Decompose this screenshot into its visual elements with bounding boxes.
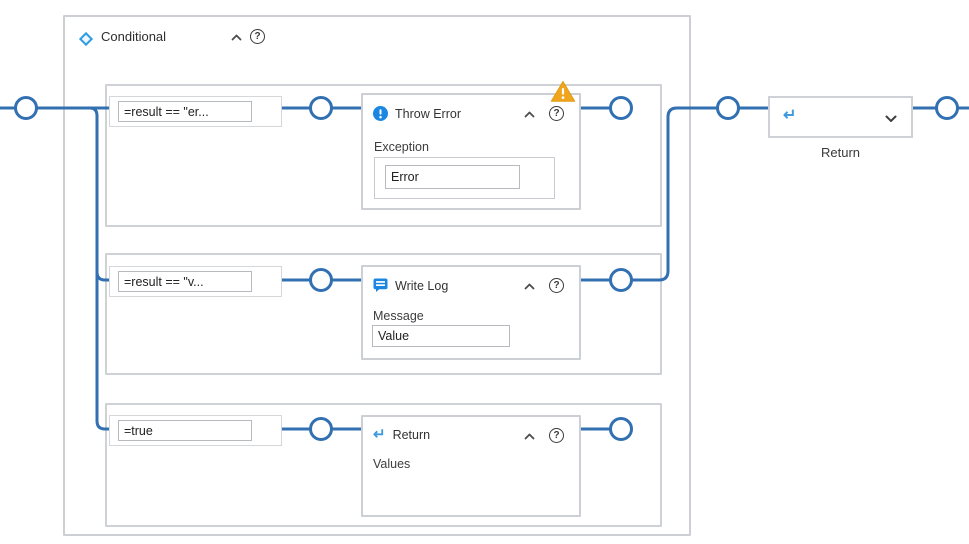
collapse-chevron-icon[interactable] [524, 433, 535, 440]
conditional-title: Conditional [101, 29, 167, 44]
conditional-diamond-icon [78, 31, 94, 47]
condition-box-2[interactable] [109, 266, 282, 297]
help-icon[interactable]: ? [549, 278, 564, 293]
port[interactable] [716, 96, 740, 120]
exception-input[interactable] [385, 165, 520, 189]
collapse-chevron-icon[interactable] [524, 283, 535, 290]
field-label: Exception [374, 140, 429, 154]
collapse-chevron-icon[interactable] [524, 111, 535, 118]
node-title: Throw Error [395, 106, 461, 121]
chat-icon [373, 278, 388, 293]
condition-input-1[interactable] [118, 101, 252, 122]
chevron-down-icon[interactable] [885, 115, 897, 123]
condition-box-3[interactable] [109, 415, 282, 446]
help-icon[interactable]: ? [250, 29, 265, 44]
write-log-node[interactable]: Write Log ? Message [361, 265, 581, 360]
throw-error-node[interactable]: Throw Error ? Exception [361, 93, 581, 210]
condition-input-3[interactable] [118, 420, 252, 441]
help-icon[interactable]: ? [549, 428, 564, 443]
collapse-chevron-icon[interactable] [231, 34, 242, 41]
error-icon [373, 106, 388, 121]
field-label: Values [373, 457, 411, 471]
condition-box-1[interactable] [109, 96, 282, 127]
field-label: Message [373, 309, 424, 323]
return-arrow-icon: ↵ [783, 107, 797, 124]
node-title: Write Log [395, 278, 449, 293]
port[interactable] [935, 96, 959, 120]
condition-input-2[interactable] [118, 271, 252, 292]
warning-icon[interactable] [550, 80, 576, 103]
return-node-inner[interactable]: ↵ Return ? Values [361, 415, 581, 517]
port[interactable] [14, 96, 38, 120]
node-title: Return [392, 428, 431, 442]
return-node-end[interactable]: ↵ [768, 96, 913, 138]
return-arrow-icon: ↵ [373, 426, 386, 443]
message-input[interactable] [372, 325, 510, 347]
parameter-group [374, 157, 555, 199]
help-icon[interactable]: ? [549, 106, 564, 121]
end-node-label: Return [820, 145, 861, 160]
